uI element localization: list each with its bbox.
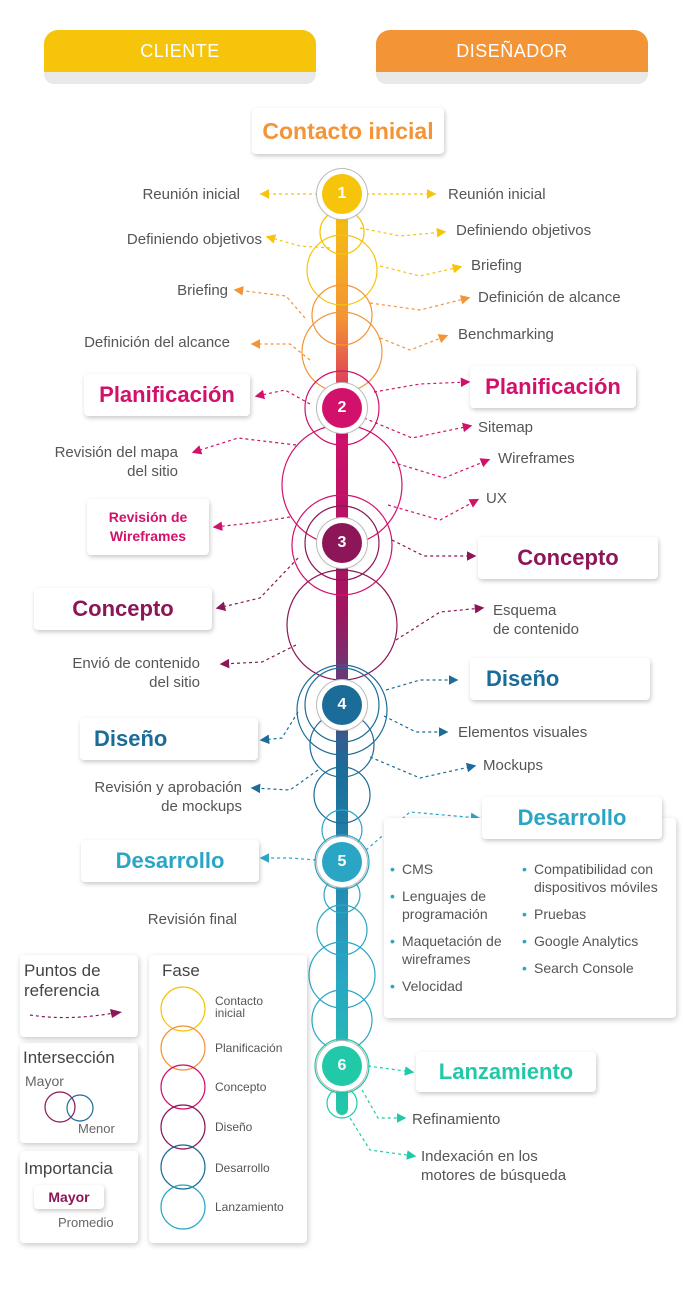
right-indexacion-2: motores de búsqueda	[421, 1167, 567, 1184]
right-esquema-1: Esquema	[493, 602, 557, 619]
legend-mayor: Mayor	[25, 1073, 64, 1089]
dev-item: Google Analytics	[522, 932, 672, 950]
revision-wire-line-1: Revisión de	[108, 509, 188, 525]
node-6: 6	[322, 1046, 362, 1086]
disenador-tab: DISEÑADOR	[376, 30, 648, 72]
dev-item: Pruebas	[522, 905, 672, 923]
right-briefing: Briefing	[471, 257, 522, 274]
circle-diseno	[296, 664, 388, 756]
right-esquema-2: de contenido	[493, 621, 579, 638]
dev-item: Search Console	[522, 959, 672, 977]
dev-item: Maquetación de wireframes	[390, 932, 514, 968]
left-envio-2: del sitio	[149, 674, 200, 691]
cliente-tab: CLIENTE	[44, 30, 316, 72]
circle-node-3	[304, 505, 380, 581]
legend-puntos: Puntos de referencia	[20, 955, 138, 1037]
circle-dev-d	[316, 904, 368, 956]
right-indexacion-1: Indexación en los	[421, 1148, 538, 1165]
circle-wireframes	[291, 494, 393, 596]
circle-briefing	[306, 234, 378, 306]
right-definiendo: Definiendo objetivos	[456, 222, 592, 239]
left-revision-mock-2: de mockups	[161, 798, 242, 815]
node-4: 4	[322, 685, 362, 725]
circle-alcance-a	[311, 284, 373, 346]
node-5: 5	[322, 842, 362, 882]
left-revision-final: Revisión final	[147, 911, 237, 928]
right-refinamiento: Refinamiento	[412, 1111, 501, 1128]
dev-item: Velocidad	[390, 977, 514, 995]
legend-fase: Fase Contacto inicial Planificación Conc…	[149, 955, 307, 1243]
legend-fase-diseno: Diseño	[215, 1120, 253, 1134]
legend-fase-concepto: Concepto	[215, 1080, 267, 1094]
circle-node-2	[304, 370, 380, 446]
legend-fase-desarrollo: Desarrollo	[215, 1161, 270, 1175]
left-reunion: Reunión inicial	[142, 186, 240, 203]
legend-puntos-1: Puntos de	[24, 961, 101, 980]
legend-imp-promedio: Promedio	[58, 1215, 114, 1230]
circle-node-5	[314, 834, 370, 890]
dev-item: CMS	[390, 860, 514, 878]
node-3: 3	[322, 523, 362, 563]
right-reunion: Reunión inicial	[448, 186, 546, 203]
left-revision-mapa-2: del sitio	[127, 463, 178, 480]
desarrollo-detail-panel: CMS Lenguajes de programación Maquetació…	[384, 818, 676, 1018]
revision-wire-line-2: Wireframes	[109, 528, 187, 544]
legend-importancia-title: Importancia	[24, 1159, 113, 1178]
legend-puntos-2: referencia	[24, 981, 100, 1000]
contacto-inicial-title: Contacto inicial	[252, 108, 444, 154]
left-envio-1: Envió de contenido	[72, 655, 200, 672]
circle-dev-e	[308, 941, 376, 1009]
legend-intersect-icon	[44, 1091, 94, 1123]
right-wireframes: Wireframes	[498, 450, 575, 467]
circle-contenido	[286, 569, 398, 681]
legend-arrow-icon	[29, 1009, 122, 1019]
node-1: 1	[322, 174, 362, 214]
legend-interseccion: Intersección Mayor Menor	[20, 1043, 138, 1143]
left-concepto-box: Concepto	[34, 588, 212, 630]
circle-dev-a	[313, 766, 371, 824]
right-desarrollo-box: Desarrollo	[482, 797, 662, 839]
left-planificacion-box: Planificación	[84, 374, 250, 416]
left-desarrollo-box: Desarrollo	[81, 840, 259, 882]
left-revision-wireframes-box: Revisión de Wireframes	[87, 499, 209, 555]
disenador-tab-shadow	[376, 70, 648, 84]
left-revision-mapa-1: Revisión del mapa	[54, 444, 178, 461]
legend-fase-title: Fase	[162, 961, 200, 980]
circle-node-4	[304, 667, 380, 743]
right-concepto-box: Concepto	[478, 537, 658, 579]
right-ux: UX	[486, 490, 507, 507]
node-2: 2	[322, 388, 362, 428]
circle-lanzamiento	[326, 1087, 358, 1119]
legend-imp-mayor: Mayor	[34, 1185, 104, 1209]
cliente-tab-shadow	[44, 70, 316, 84]
left-definiendo: Definiendo objetivos	[126, 231, 262, 248]
dev-item: Lenguajes de programación	[390, 887, 514, 923]
legend-interseccion-title: Intersección	[23, 1048, 115, 1067]
right-benchmarking: Benchmarking	[458, 326, 554, 343]
right-mockups: Mockups	[483, 757, 544, 774]
dev-list-2: Compatibilidad con dispositivos móviles …	[522, 860, 672, 986]
left-def-alcance: Definición del alcance	[84, 334, 230, 351]
legend-fase-planificacion: Planificación	[215, 1041, 283, 1055]
left-briefing: Briefing	[177, 282, 228, 299]
right-elementos: Elementos visuales	[458, 724, 588, 741]
legend-fase-contacto: Contacto inicial	[215, 994, 264, 1020]
dev-item: Compatibilidad con dispositivos móviles	[522, 860, 672, 896]
right-def-alcance: Definición de alcance	[478, 289, 621, 306]
legend-menor: Menor	[78, 1121, 115, 1136]
right-sitemap: Sitemap	[478, 419, 534, 436]
timeline-spine	[336, 200, 348, 1115]
legend-fase-lanzamiento: Lanzamiento	[215, 1200, 284, 1214]
left-diseno-box: Diseño	[80, 718, 258, 760]
legend-importancia: Importancia Mayor Promedio	[20, 1151, 138, 1243]
dev-list-1: CMS Lenguajes de programación Maquetació…	[390, 860, 514, 1004]
left-revision-mock-1: Revisión y aprobación	[94, 779, 242, 796]
right-planificacion-box: Planificación	[470, 366, 636, 408]
legend-fase-circles	[160, 986, 206, 1230]
right-lanzamiento-box: Lanzamiento	[416, 1052, 596, 1092]
right-diseno-box: Diseño	[470, 658, 650, 700]
